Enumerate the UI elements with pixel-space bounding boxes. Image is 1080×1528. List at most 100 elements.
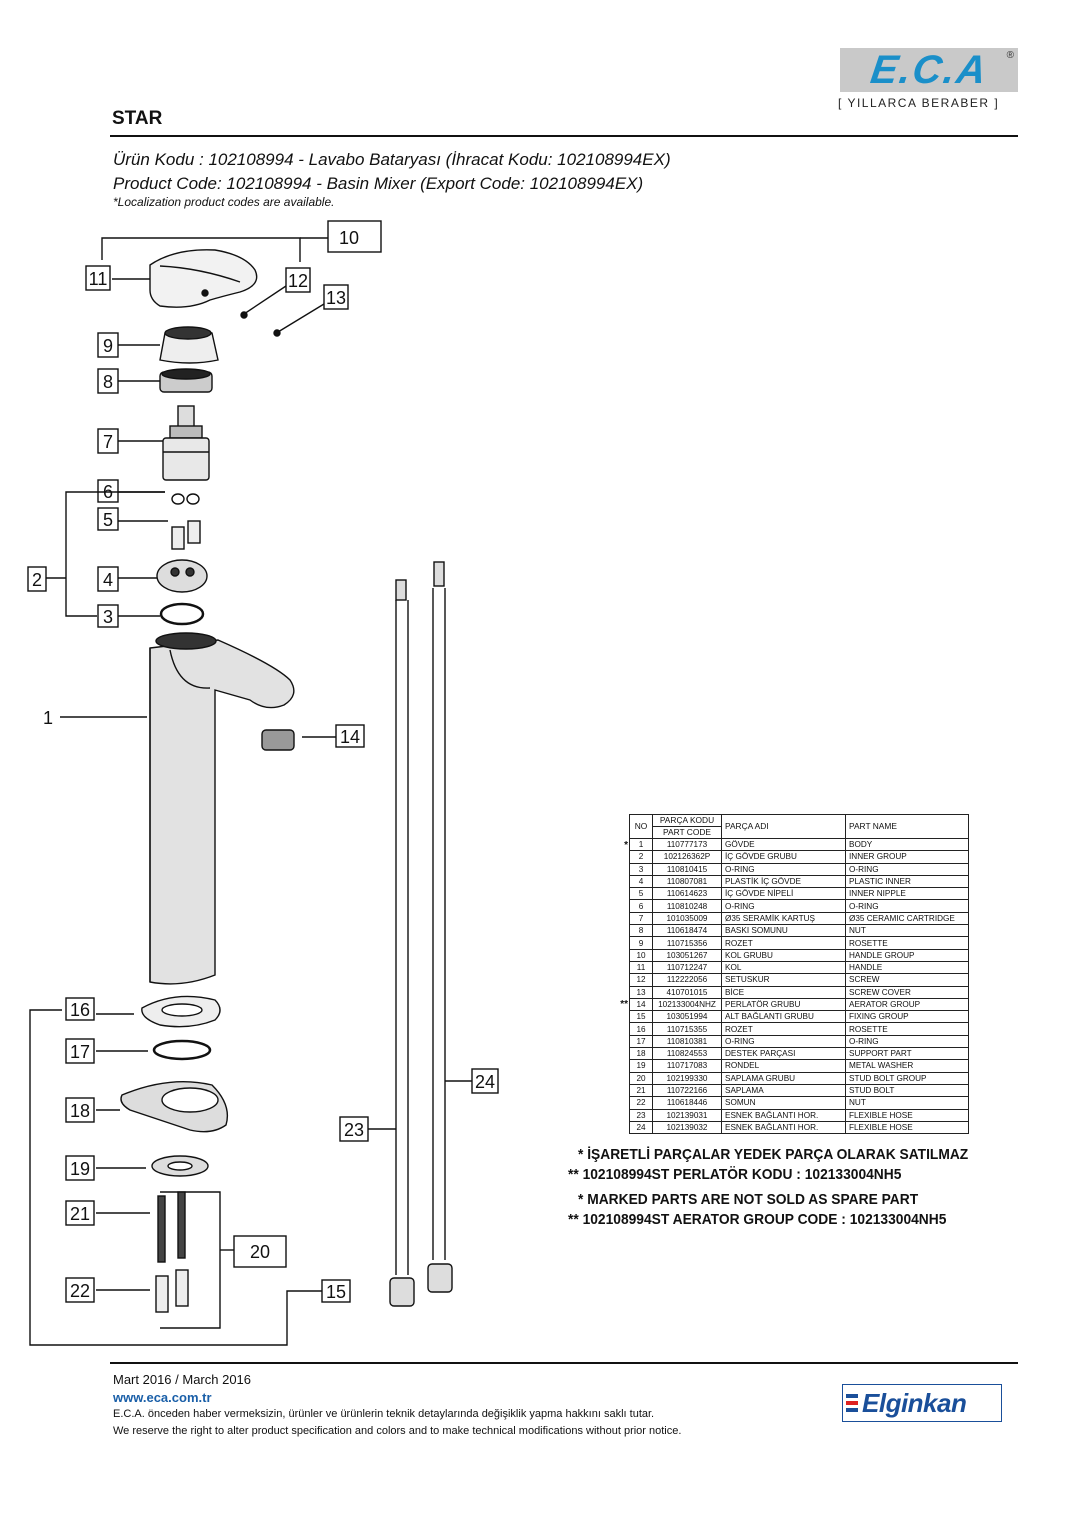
- note-en-1: * MARKED PARTS ARE NOT SOLD AS SPARE PAR…: [578, 1191, 919, 1208]
- cell-tr: SAPLAMA: [721, 1083, 846, 1098]
- callout-14: 14: [340, 727, 360, 747]
- cell-en: METAL WASHER: [845, 1059, 969, 1073]
- callout-18: 18: [70, 1101, 90, 1121]
- cell-tr: ROZET: [721, 1022, 846, 1036]
- cell-tr: İÇ GÖVDE GRUBU: [721, 850, 846, 864]
- cell-en: O-RING: [845, 862, 969, 876]
- cell-tr: BASKI SOMUNU: [721, 924, 846, 938]
- cell-code: 410701015: [652, 985, 722, 999]
- screw-cover-part: [273, 329, 281, 337]
- cell-en: INNER GROUP: [845, 850, 969, 864]
- handle-hole: [201, 289, 209, 297]
- elginkan-logo: Elginkan: [842, 1384, 1002, 1422]
- footer-website-link[interactable]: www.eca.com.tr: [113, 1390, 212, 1405]
- bracket-15: [29, 1009, 322, 1346]
- body-part: [149, 639, 295, 985]
- cell-en: O-RING: [845, 1034, 969, 1049]
- cell-tr: O-RING: [721, 1034, 846, 1049]
- cell-no: 13: [629, 985, 653, 999]
- cell-code: 110722166: [652, 1083, 722, 1098]
- cell-code: 110712247: [652, 960, 722, 975]
- cell-code: 110715355: [652, 1022, 722, 1036]
- cell-en: NUT: [845, 1096, 969, 1110]
- cell-no: 11: [629, 960, 653, 975]
- cell-code: 110717083: [652, 1059, 722, 1073]
- callout-20: 20: [250, 1242, 270, 1262]
- callout-box-4: [97, 566, 119, 592]
- cell-en: STUD BOLT GROUP: [845, 1071, 969, 1085]
- callout-2: 2: [32, 570, 42, 590]
- parts-table: NO PARÇA KODU PARÇA ADI PART NAME PART C…: [629, 814, 969, 1135]
- aerator-part: [261, 729, 295, 751]
- nipple-b: [187, 520, 201, 544]
- cell-code: 110824553: [652, 1047, 722, 1061]
- cell-code: 103051994: [652, 1010, 722, 1024]
- cell-code: 110810248: [652, 899, 722, 913]
- product-code-en: Product Code: 102108994 - Basin Mixer (E…: [113, 174, 644, 193]
- callout-21: 21: [70, 1204, 90, 1224]
- cell-en: AERATOR GROUP: [845, 997, 969, 1012]
- header-name-en: PART NAME: [845, 814, 969, 839]
- note-tr-1: * İŞARETLİ PARÇALAR YEDEK PARÇA OLARAK S…: [578, 1146, 969, 1163]
- callout-12: 12: [288, 271, 308, 291]
- table-header-row: NO PARÇA KODU PARÇA ADI PART NAME: [629, 814, 969, 839]
- callout-box-22: [65, 1277, 95, 1303]
- registered-mark: ®: [1006, 50, 1014, 61]
- cell-tr: Ø35 SERAMİK KARTUŞ: [721, 911, 846, 926]
- footer-disclaimer-en: We reserve the right to alter product sp…: [113, 1425, 682, 1437]
- cell-no: 3: [629, 862, 653, 876]
- plastic-inner-part: [156, 559, 208, 593]
- callout-box-24: [471, 1068, 499, 1094]
- callout-box-8: [97, 368, 119, 394]
- hose-23-tip: [395, 579, 407, 601]
- header-code-en: PART CODE: [652, 826, 722, 839]
- note-en-2: ** 102108994ST AERATOR GROUP CODE : 1021…: [568, 1211, 947, 1228]
- bracket-20: [160, 1191, 221, 1329]
- cell-en: SCREW COVER: [845, 985, 969, 999]
- elginkan-logo-icon: [846, 1394, 858, 1412]
- callout-box-9: [97, 332, 119, 358]
- product-code-tr: Ürün Kodu : 102108994 - Lavabo Bataryası…: [113, 150, 671, 169]
- cell-en: HANDLE: [845, 960, 969, 975]
- cell-no: 8: [629, 924, 653, 938]
- body-curve: [169, 649, 211, 689]
- cell-no: 24: [629, 1120, 653, 1135]
- o-ring-bottom: [152, 1039, 212, 1061]
- o-ring-small-b: [186, 493, 200, 505]
- callout-box-12: [285, 267, 311, 293]
- nut-top: [161, 368, 211, 380]
- callout-3: 3: [103, 607, 113, 627]
- cell-tr: ESNEK BAĞLANTI HOR.: [721, 1108, 846, 1122]
- cell-code: 102139031: [652, 1108, 722, 1122]
- handle-edge: [159, 265, 241, 283]
- cell-code: 102199330: [652, 1071, 722, 1085]
- cell-tr: SAPLAMA GRUBU: [721, 1071, 846, 1085]
- cell-no: 20: [629, 1071, 653, 1085]
- cell-en: INNER NIPPLE: [845, 887, 969, 901]
- cell-code: 102126362P: [652, 850, 722, 864]
- cell-no: 4: [629, 874, 653, 889]
- cell-en: O-RING: [845, 899, 969, 913]
- cell-tr: ESNEK BAĞLANTI HOR.: [721, 1120, 846, 1135]
- header-name-tr: PARÇA ADI: [721, 814, 846, 839]
- cell-tr: İÇ GÖVDE NİPELİ: [721, 887, 846, 901]
- nut-b: [175, 1269, 189, 1307]
- callout-box-6: [97, 479, 119, 503]
- cell-no: 9: [629, 936, 653, 950]
- cell-tr: GÖVDE: [721, 837, 846, 852]
- callout-7: 7: [103, 432, 113, 452]
- cell-tr: PLASTİK İÇ GÖVDE: [721, 874, 846, 889]
- callout-19: 19: [70, 1159, 90, 1179]
- callout-box-3: [97, 604, 119, 628]
- cell-no: 15: [629, 1010, 653, 1024]
- callout-box-14: [335, 724, 365, 748]
- cell-code: 102133004NHZ: [652, 997, 722, 1012]
- cell-code: 103051267: [652, 948, 722, 962]
